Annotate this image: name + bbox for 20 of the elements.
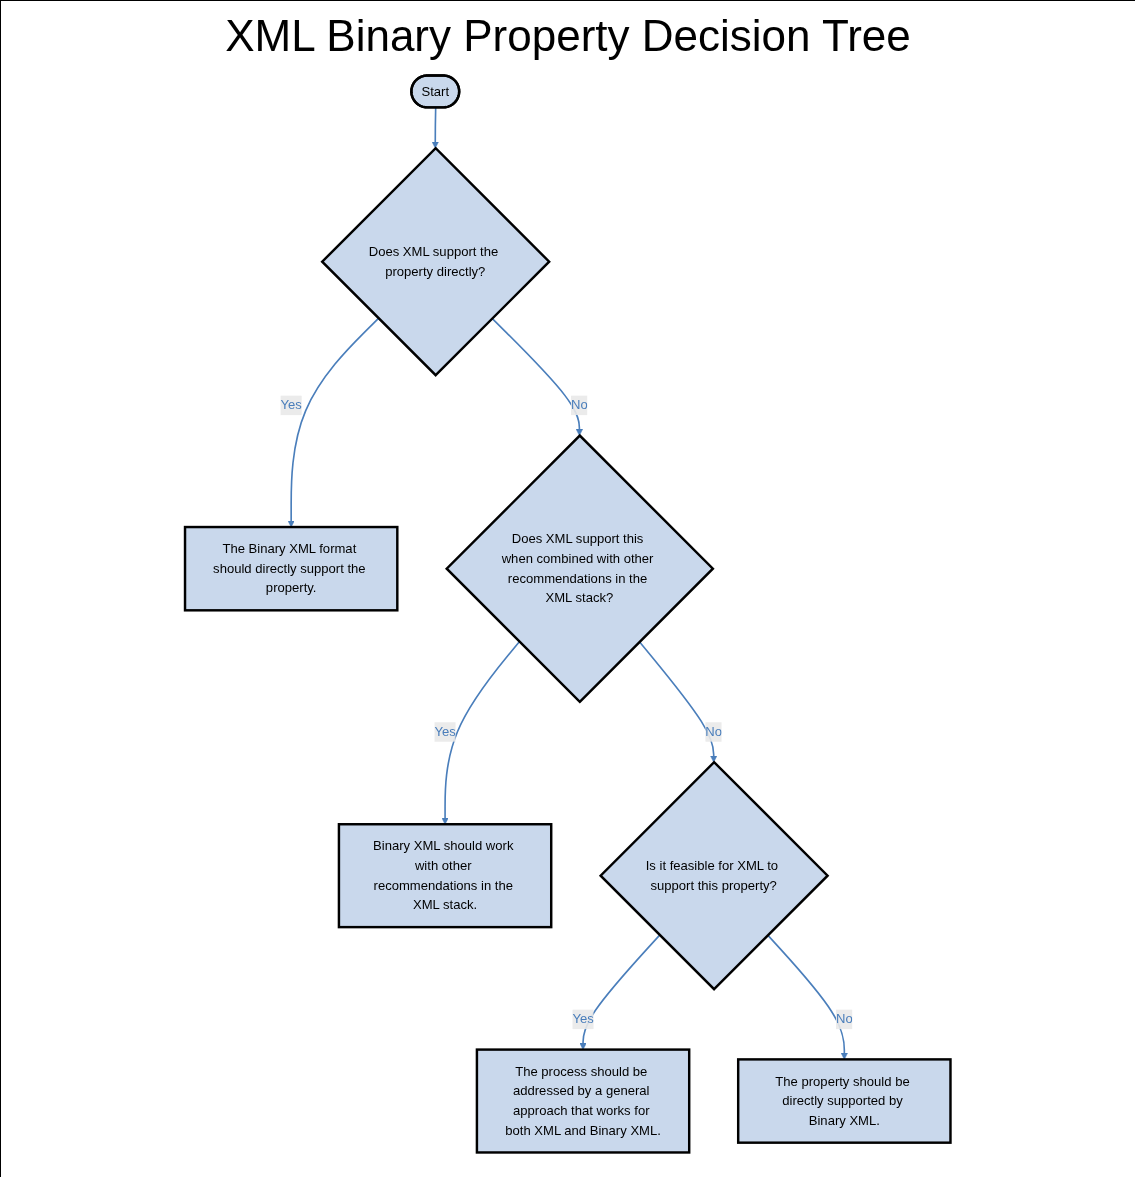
node-diamond: Does XML support the property directly? bbox=[320, 146, 552, 377]
edge-label: No bbox=[705, 724, 723, 739]
node-box: The process should be addressed by a general approach that works for both XML and Binary XML. bbox=[475, 1048, 691, 1154]
diagram-title: XML Binary Property Decision Tree bbox=[225, 11, 911, 61]
node-box: The Binary XML format should directly support the property. bbox=[184, 525, 399, 612]
node-diamond: Is it feasible for XML to support this property? bbox=[599, 760, 830, 991]
edge-label: Yes bbox=[572, 1012, 594, 1026]
edge-label: No bbox=[836, 1012, 853, 1026]
arrow bbox=[638, 640, 718, 763]
arrow bbox=[491, 317, 584, 436]
node-box: The property should be directly supported by Binary XML. bbox=[737, 1058, 952, 1144]
arrow bbox=[767, 934, 849, 1060]
edge-label: Yes bbox=[280, 398, 303, 412]
node-diamond: Does XML support this when combined with other recommendations in the XML stack? bbox=[445, 433, 715, 704]
edge-label: No bbox=[571, 398, 588, 412]
arrow bbox=[287, 317, 380, 528]
edge-label: Yes bbox=[434, 724, 456, 739]
arrow bbox=[579, 934, 661, 1050]
arrow bbox=[441, 640, 521, 825]
node-box: Binary XML should work with other recommendations in the XML stack. bbox=[337, 823, 553, 929]
